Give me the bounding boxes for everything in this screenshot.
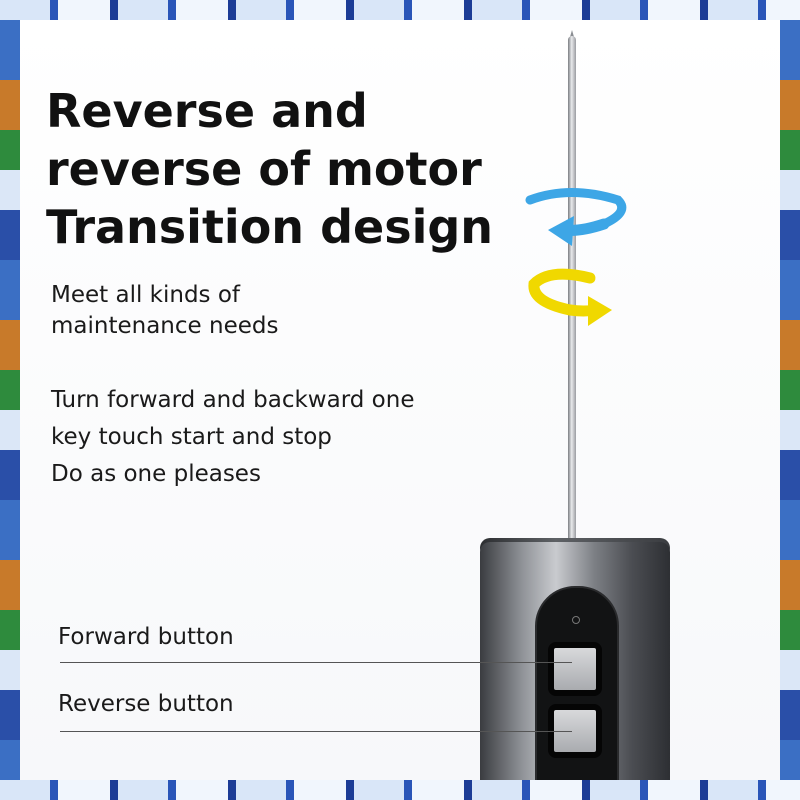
paragraph-1-line-1: Meet all kinds of <box>51 282 241 308</box>
frame-left-strip <box>0 20 20 780</box>
forward-leader-line <box>60 662 572 663</box>
forward-button-label: Forward button <box>58 624 234 650</box>
frame-top-strip <box>0 0 800 20</box>
frame-right-strip <box>780 20 800 780</box>
frame-bottom-strip <box>0 780 800 800</box>
counter-clockwise-rotation-arrow-icon <box>525 188 627 246</box>
headline-line-2: reverse of motor <box>46 142 482 196</box>
reverse-button-label: Reverse button <box>58 691 234 717</box>
headline-line-1: Reverse and <box>46 84 368 138</box>
product-card: Reverse and reverse of motor Transition … <box>20 20 780 780</box>
rotation-arrows <box>525 188 627 326</box>
headline: Reverse and reverse of motor Transition … <box>46 82 516 256</box>
needle-rod <box>568 36 576 546</box>
paragraph-2-line-2: key touch start and stop <box>51 424 332 450</box>
paragraph-2-line-1: Turn forward and backward one <box>51 387 415 413</box>
clockwise-rotation-arrow-icon <box>528 268 612 326</box>
feature-paragraph-maintenance: Meet all kinds of maintenance needs <box>51 280 278 342</box>
forward-button[interactable] <box>548 642 602 696</box>
paragraph-1-line-2: maintenance needs <box>51 313 279 339</box>
indicator-light <box>572 616 580 624</box>
paragraph-2-line-3: Do as one pleases <box>51 461 261 487</box>
reverse-leader-line <box>60 731 572 732</box>
feature-paragraph-direction: Turn forward and backward one key touch … <box>51 382 414 493</box>
headline-line-3: Transition design <box>46 200 494 254</box>
